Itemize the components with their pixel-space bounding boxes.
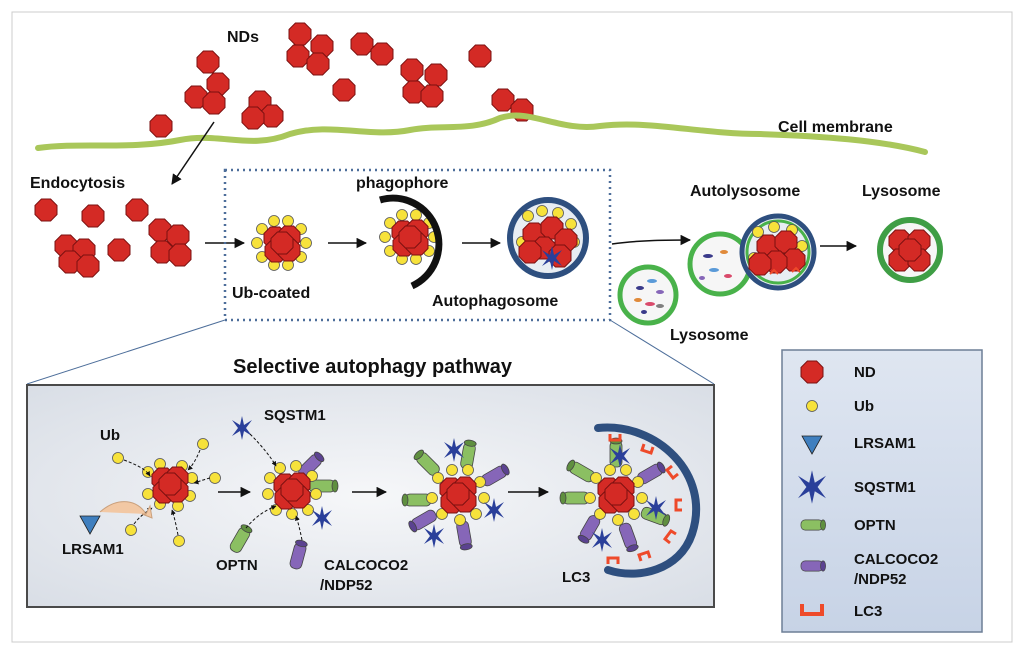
lysosome-right-label: Lysosome	[862, 183, 941, 200]
nds-label: NDs	[227, 29, 259, 46]
legend-label-nd: ND	[854, 364, 876, 381]
selective-pathway-title: Selective autophagy pathway	[233, 356, 513, 378]
legend-label-ndp52: /NDP52	[854, 571, 907, 588]
autolysosome	[687, 213, 817, 297]
fusion-arrow	[611, 234, 692, 246]
selection-box	[223, 168, 612, 322]
legend-label-lrsam1: LRSAM1	[854, 435, 916, 452]
callout-right	[609, 319, 715, 385]
inset-sqstm1-label: SQSTM1	[264, 407, 326, 424]
lysosome-bottom-label: Lysosome	[670, 327, 749, 344]
inset-optn-label: OPTN	[216, 557, 258, 574]
autolysosome-label: Autolysosome	[690, 183, 800, 200]
legend-label-ub: Ub	[854, 398, 874, 415]
lysosome-bottom	[617, 264, 679, 326]
endocytosis-arrow	[171, 121, 215, 185]
autophagosome	[507, 197, 589, 279]
legend-label-sqstm1: SQSTM1	[854, 479, 916, 496]
lrsam1-curved-arrow	[99, 501, 153, 519]
inset-step-receptor-recruitment	[227, 416, 339, 571]
inset-ndp52-label: /NDP52	[320, 577, 373, 594]
cell-membrane	[35, 112, 928, 155]
cell-membrane-label: Cell membrane	[778, 119, 893, 136]
lrsam1-triangle-icon	[79, 515, 101, 535]
legend-optn-icon	[800, 519, 826, 531]
endocytosis-label: Endocytosis	[30, 175, 125, 192]
phagophore-label: phagophore	[356, 175, 449, 192]
inset-lc3-label: LC3	[562, 569, 590, 586]
legend-label-lc3: LC3	[854, 603, 882, 620]
lysosome-right	[877, 217, 943, 283]
inset-lrsam1-label: LRSAM1	[62, 541, 124, 558]
legend-label-optn: OPTN	[854, 517, 896, 534]
inset-calcoco2-label: CALCOCO2	[324, 557, 408, 574]
inset-step-lc3-engagement	[559, 423, 701, 578]
inset-box	[26, 384, 715, 608]
phagophore-membrane	[379, 194, 443, 290]
legend-lc3-icon	[800, 604, 824, 616]
legend-ub-icon	[806, 400, 818, 412]
ub-coated-label: Ub-coated	[232, 285, 310, 302]
inset-step-ubiquitination	[79, 438, 221, 547]
callout-left	[26, 319, 226, 385]
legend-calcoco2-icon	[800, 560, 826, 572]
autophagosome-label: Autophagosome	[432, 293, 558, 310]
legend: ND Ub LRSAM1 SQSTM1 OPTN CALCOCO2 /NDP52…	[781, 349, 983, 633]
inset-ub-label: Ub	[100, 427, 120, 444]
legend-label-calcoco2: CALCOCO2	[854, 551, 938, 568]
legend-nd-icon	[800, 360, 824, 384]
legend-lrsam1-icon	[801, 435, 823, 455]
